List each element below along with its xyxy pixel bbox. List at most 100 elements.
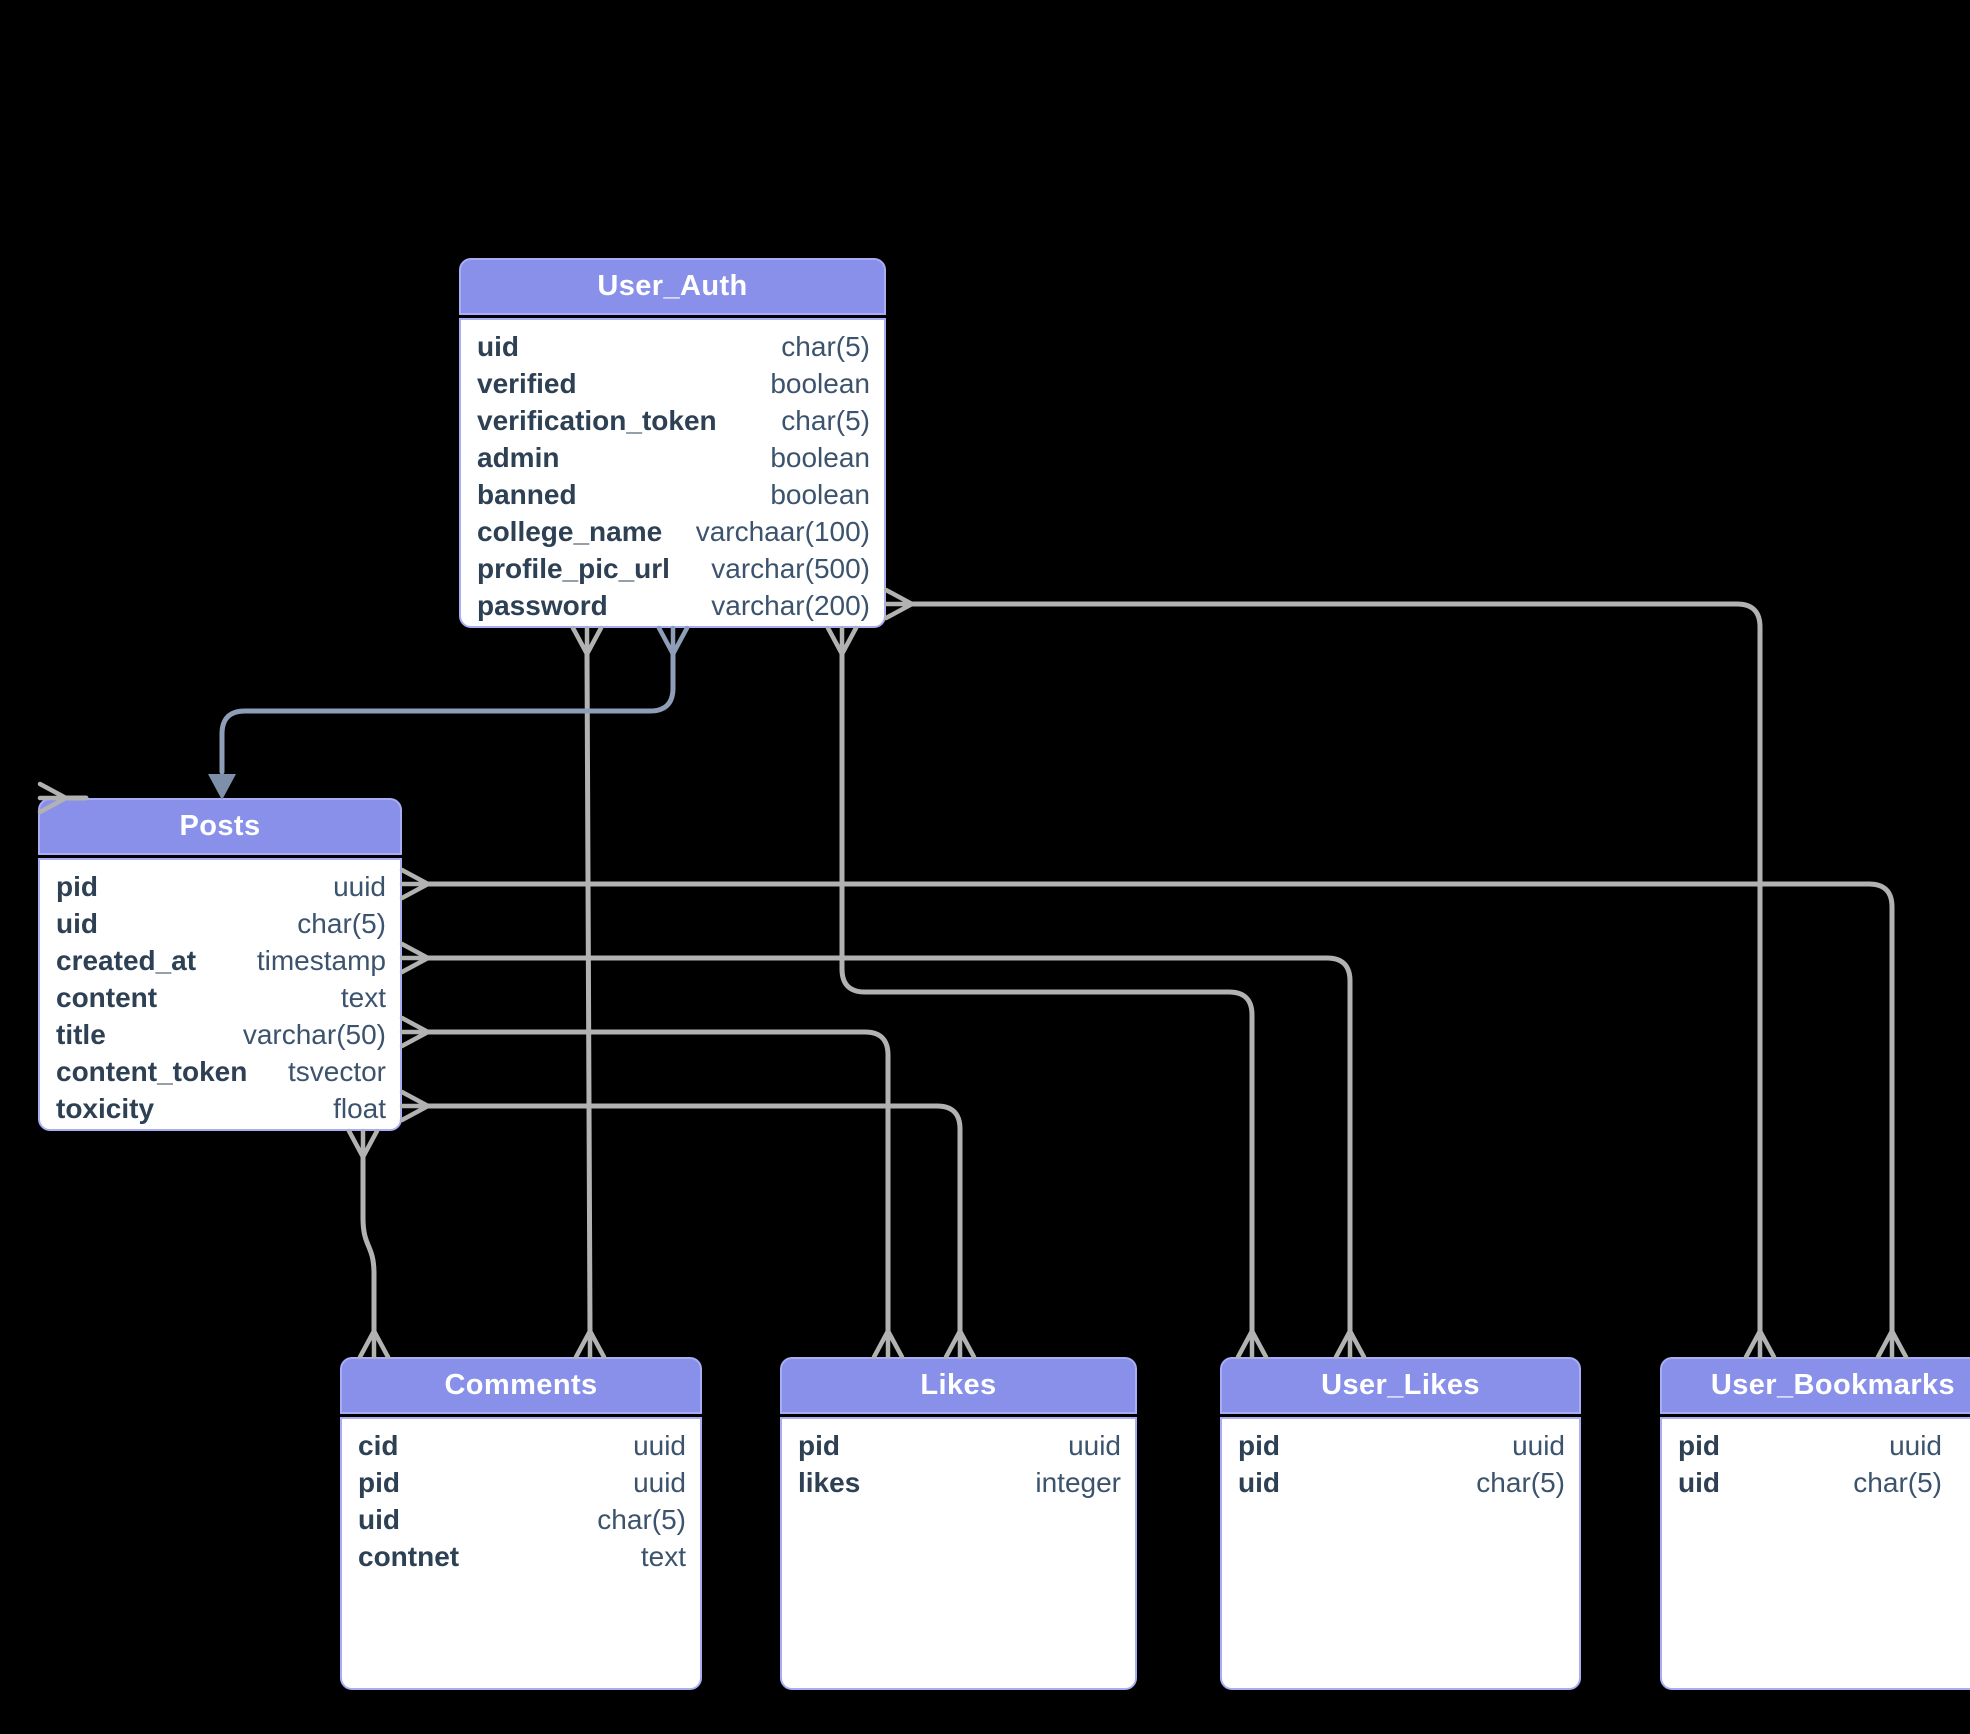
crow-foot-icon xyxy=(399,867,431,901)
field-type: uuid xyxy=(633,1467,686,1498)
crow-foot-icon xyxy=(825,625,859,657)
crow-foot-icon xyxy=(346,1128,380,1160)
table-posts-header[interactable]: Posts xyxy=(38,798,402,855)
field-name: uid xyxy=(477,331,519,362)
crow-foot-icon xyxy=(399,1089,431,1123)
field-type: char(5) xyxy=(597,1504,686,1535)
field-name: uid xyxy=(1678,1467,1720,1498)
field-type: varchar(50) xyxy=(242,1019,386,1050)
field-type: tsvector xyxy=(287,1056,386,1087)
table-comments-header[interactable]: Comments xyxy=(340,1357,702,1414)
field-name: pid xyxy=(56,871,98,902)
field-row[interactable]: uid char(5) xyxy=(1678,1464,1942,1501)
field-row[interactable]: created_at timestamp xyxy=(56,942,386,979)
relationship-user-auth-posts[interactable] xyxy=(208,625,690,800)
table-posts-body: pid uuid uid char(5) created_at timestamp c… xyxy=(38,858,402,1131)
table-comments[interactable]: Comments cid uuid pid uuid uid char(5) cont… xyxy=(340,1357,702,1690)
field-type: timestamp xyxy=(256,945,386,976)
table-user-likes-header[interactable]: User_Likes xyxy=(1220,1357,1581,1414)
field-type: char(5) xyxy=(1853,1467,1942,1498)
table-user-bookmarks-body: pid uuid uid char(5) xyxy=(1660,1417,1970,1690)
relationship-posts-user-likes[interactable] xyxy=(399,941,1367,1360)
crow-foot-icon xyxy=(570,625,604,657)
field-name: profile_pic_url xyxy=(477,553,670,584)
crow-foot-icon xyxy=(1333,1328,1367,1360)
field-type: char(5) xyxy=(781,331,870,362)
table-user-auth-header[interactable]: User_Auth xyxy=(459,258,886,315)
field-name: cid xyxy=(358,1430,399,1461)
relationship-posts-comments[interactable] xyxy=(346,1128,391,1360)
field-row[interactable]: uid char(5) xyxy=(1238,1464,1565,1501)
crow-foot-icon xyxy=(943,1328,977,1360)
crow-foot-icon xyxy=(871,1328,905,1360)
field-type: char(5) xyxy=(297,908,386,939)
relationship-stub-posts[interactable] xyxy=(37,781,89,815)
field-row[interactable]: pid uuid xyxy=(358,1464,686,1501)
field-row[interactable]: pid uuid xyxy=(1678,1427,1942,1464)
field-type: uuid xyxy=(633,1430,686,1461)
field-row[interactable]: likes integer xyxy=(798,1464,1121,1501)
field-name: admin xyxy=(477,442,560,473)
field-row[interactable]: uid char(5) xyxy=(56,905,386,942)
relationship-posts-likes-title[interactable] xyxy=(399,1015,905,1360)
field-type: varchar(200) xyxy=(711,590,870,621)
field-type: float xyxy=(333,1093,386,1124)
relationship-user-auth-user-likes[interactable] xyxy=(825,625,1269,1360)
field-name: content xyxy=(56,982,158,1013)
table-user-bookmarks[interactable]: User_Bookmarks pid uuid uid char(5) xyxy=(1660,1357,1970,1690)
crow-foot-icon xyxy=(883,587,915,621)
field-type: char(5) xyxy=(1476,1467,1565,1498)
field-name: uid xyxy=(358,1504,400,1535)
field-type: uuid xyxy=(1512,1430,1565,1461)
field-type: boolean xyxy=(770,479,870,510)
field-name: likes xyxy=(798,1467,861,1498)
field-name: pid xyxy=(358,1467,400,1498)
relationship-user-auth-user-bookmarks[interactable] xyxy=(883,587,1777,1360)
field-type: char(5) xyxy=(781,405,870,436)
field-row[interactable]: cid uuid xyxy=(358,1427,686,1464)
field-name: created_at xyxy=(56,945,197,976)
field-name: uid xyxy=(1238,1467,1280,1498)
field-row[interactable]: pid uuid xyxy=(56,868,386,905)
crow-foot-icon xyxy=(656,625,690,657)
table-user-bookmarks-header[interactable]: User_Bookmarks xyxy=(1660,1357,1970,1414)
field-type: uuid xyxy=(333,871,386,902)
field-name: uid xyxy=(56,908,98,939)
relationship-posts-user-bookmarks[interactable] xyxy=(399,867,1909,1360)
relationship-posts-likes-toxicity[interactable] xyxy=(399,1089,977,1360)
table-posts[interactable]: Posts pid uuid uid char(5) created_at times… xyxy=(38,798,402,1131)
field-type: integer xyxy=(1035,1467,1121,1498)
relationship-user-auth-comments[interactable] xyxy=(570,625,607,1360)
field-row[interactable]: uid char(5) xyxy=(358,1501,686,1538)
field-type: uuid xyxy=(1889,1430,1942,1461)
crow-foot-icon xyxy=(399,941,431,975)
field-name: pid xyxy=(1678,1430,1720,1461)
field-row[interactable]: uid char(5) xyxy=(477,328,870,365)
crow-foot-icon xyxy=(1743,1328,1777,1360)
field-type: varchaar(100) xyxy=(695,516,870,547)
field-type: boolean xyxy=(770,368,870,399)
table-likes-header[interactable]: Likes xyxy=(780,1357,1137,1414)
